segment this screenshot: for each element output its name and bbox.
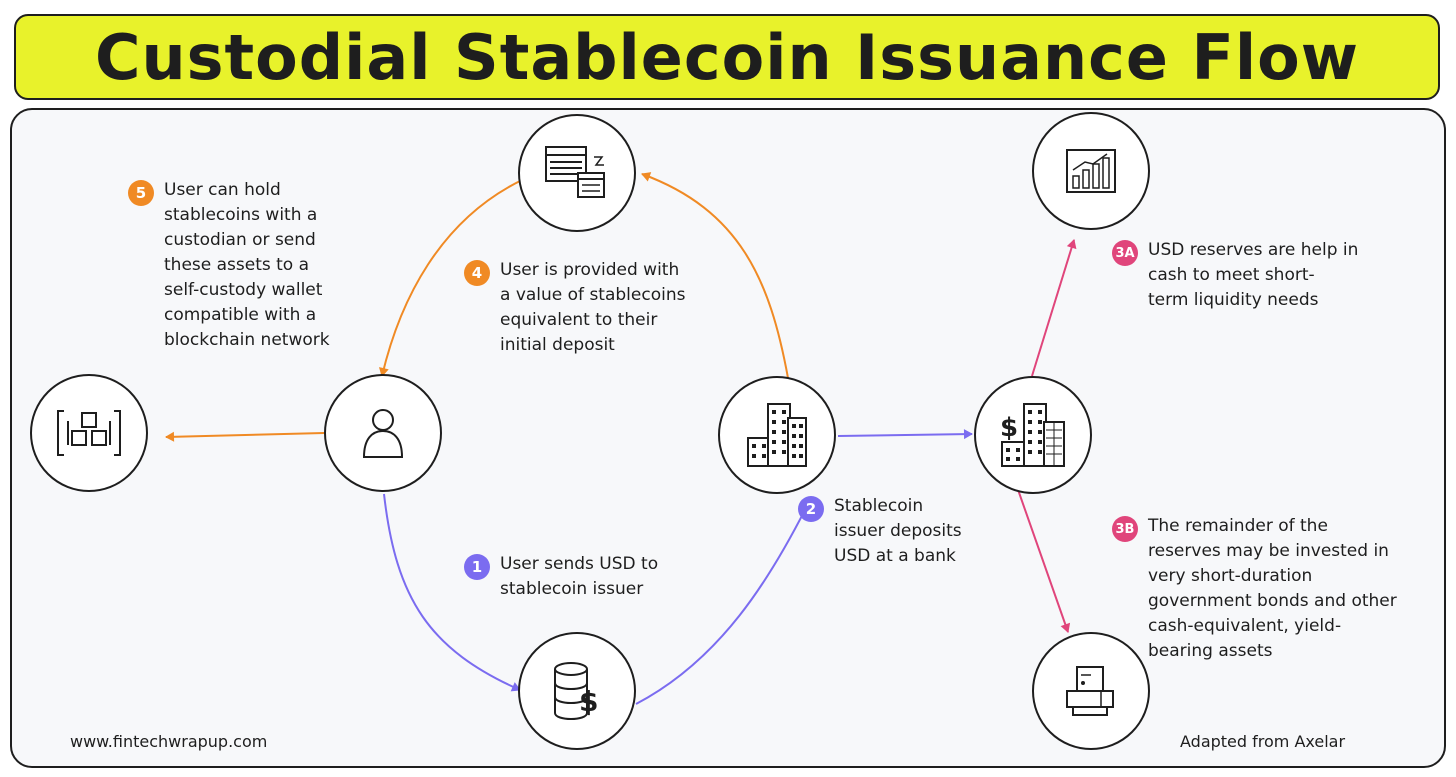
arrow-bank-to-bonds (1015, 483, 1071, 633)
reserve-node: $ (518, 632, 636, 750)
arrow-issuer-to-ledger (641, 172, 789, 379)
arrow-user-to-reserve (383, 493, 521, 692)
issuer-building-icon (747, 403, 807, 467)
bank-dollar-building-icon: $ (1000, 403, 1065, 467)
step-5: 5 User can hold stablecoins with a custo… (128, 178, 330, 353)
user-node (324, 374, 442, 492)
blockchain-node (30, 374, 148, 492)
step-2-text: Stablecoin issuer deposits USD at a bank (834, 496, 962, 566)
step-1-badge: 1 (464, 554, 490, 580)
step-3b: 3B The remainder of the reserves may be … (1112, 514, 1397, 664)
footer-source-link[interactable]: www.fintechwrapup.com (70, 732, 268, 751)
step-3a: 3A USD reserves are help in cash to meet… (1112, 238, 1358, 313)
bonds-node (1032, 632, 1150, 750)
step-5-badge: 5 (128, 180, 154, 206)
user-icon (362, 409, 404, 458)
issuer-node (718, 376, 836, 494)
step-2: 2 Stablecoin issuer deposits USD at a ba… (798, 494, 962, 569)
title-banner: Custodial Stablecoin Issuance Flow (14, 14, 1440, 100)
step-1-text: User sends USD to stablecoin issuer (500, 554, 659, 599)
dollar-database-icon: $ (554, 662, 598, 721)
svg-text:$: $ (1000, 413, 1018, 443)
step-4-badge: 4 (464, 260, 490, 286)
step-1: 1 User sends USD to stablecoin issuer (464, 552, 658, 602)
arrow-bank-to-growth (1031, 239, 1077, 377)
blockchain-blocks-icon (57, 410, 121, 456)
step-3b-text: The remainder of the reserves may be inv… (1148, 516, 1397, 661)
step-4-text: User is provided with a value of stablec… (500, 260, 686, 355)
bank-node: $ (974, 376, 1092, 494)
ledger-transfer-icon (545, 146, 605, 198)
arrow-issuer-to-bank (837, 429, 973, 440)
step-5-text: User can hold stablecoins with a custodi… (164, 180, 330, 350)
ledger-node (518, 114, 636, 232)
svg-text:$: $ (579, 685, 598, 718)
step-3a-badge: 3A (1112, 240, 1138, 266)
step-2-badge: 2 (798, 496, 824, 522)
footer-attribution: Adapted from Axelar (1180, 732, 1346, 751)
arrow-reserve-to-issuer (635, 499, 811, 705)
step-4: 4 User is provided with a value of stabl… (464, 258, 685, 358)
step-3a-text: USD reserves are help in cash to meet sh… (1148, 240, 1359, 310)
bond-printer-icon (1066, 666, 1114, 716)
growth-chart-icon (1066, 149, 1116, 193)
arrow-ledger-to-user (378, 179, 523, 377)
arrow-user-to-blockchain (165, 431, 325, 442)
step-3b-badge: 3B (1112, 516, 1138, 542)
growth-node (1032, 112, 1150, 230)
diagram-title: Custodial Stablecoin Issuance Flow (94, 20, 1360, 94)
